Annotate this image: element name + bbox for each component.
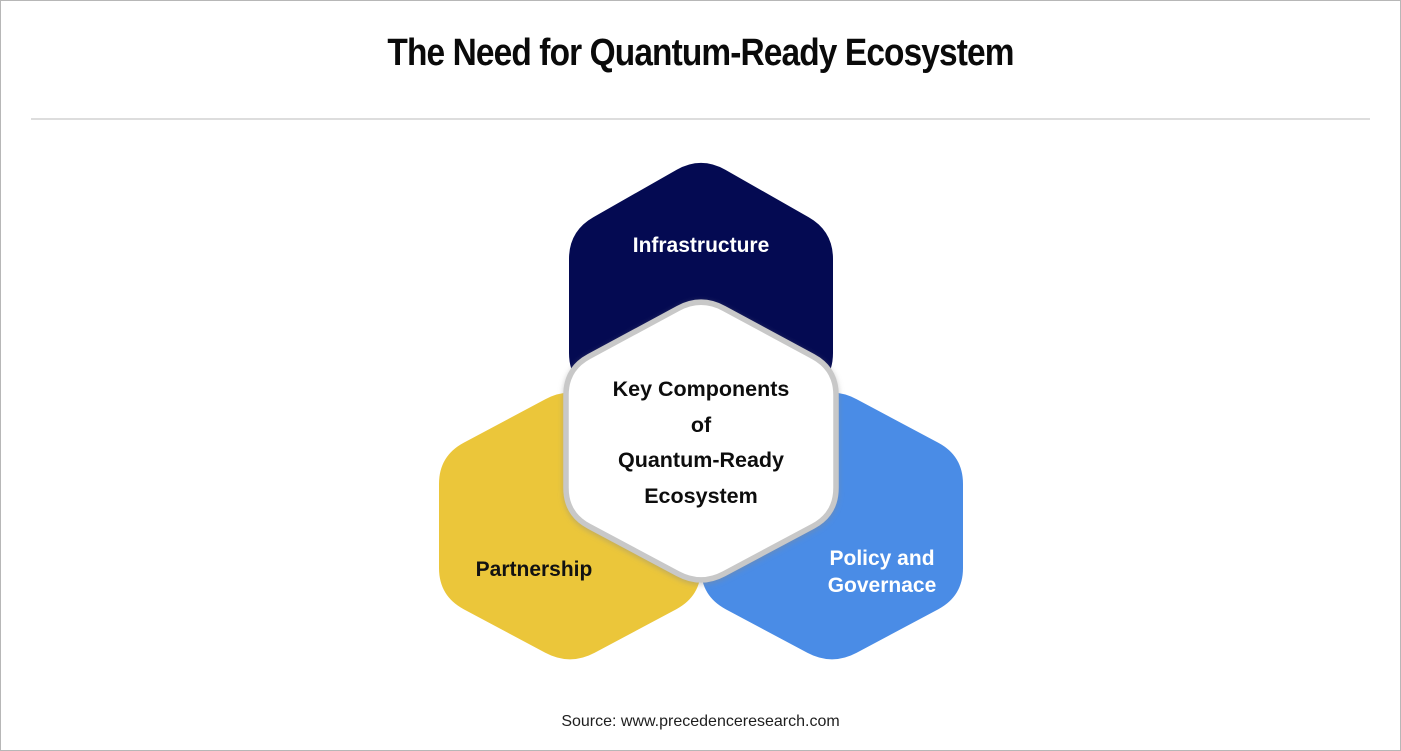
policy-label-line2: Governace (827, 574, 937, 597)
infrastructure-label: Infrastructure (632, 234, 770, 257)
center-label-line4: Ecosystem (644, 483, 758, 508)
policy-label-line1: Policy and (829, 547, 935, 570)
center-label-line1: Key Components (612, 377, 790, 401)
title-separator (31, 118, 1370, 120)
source-attribution: Source: www.precedenceresearch.com (561, 713, 840, 730)
center-label-line3: Quantum-Ready (617, 448, 785, 472)
center-hexagon-label: Key Components of Quantum-Ready Ecosyste… (571, 372, 831, 514)
policy-governance-label: Policy and Governace (782, 545, 982, 599)
hexagon-center (563, 299, 839, 583)
partnership-label: Partnership (475, 558, 593, 581)
center-label-line2: of (690, 412, 712, 437)
page-title: The Need for Quantum-Ready Ecosystem (387, 32, 1014, 74)
